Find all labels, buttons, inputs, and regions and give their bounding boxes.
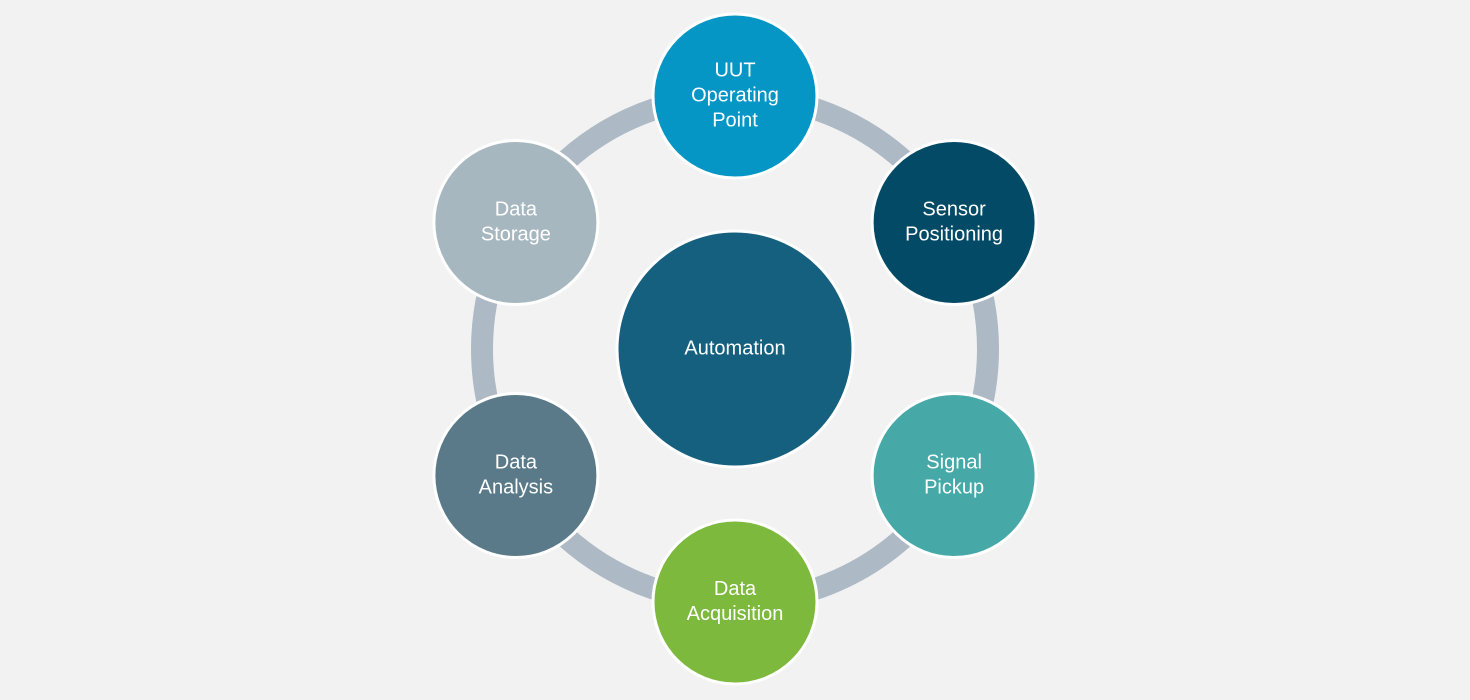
node-uut-operating-point-label-line: UUT: [714, 59, 755, 81]
node-uut-operating-point-circle: [651, 12, 819, 180]
node-data-acquisition-circle: [651, 518, 819, 686]
node-signal-pickup-label-line: Pickup: [924, 476, 984, 498]
node-data-storage-label-line: Data: [495, 198, 538, 220]
node-uut-operating-point-label-line: Point: [712, 109, 758, 131]
node-data-acquisition-label-line: Acquisition: [687, 603, 784, 625]
node-data-acquisition-label-line: Data: [714, 578, 757, 600]
node-data-storage-label-line: Storage: [481, 223, 551, 245]
node-uut-operating-point-label-line: Operating: [691, 84, 779, 106]
center-node-automation-circle: [615, 229, 855, 469]
center-node-automation-label-line: Automation: [684, 337, 785, 359]
node-signal-pickup-circle: [870, 392, 1038, 559]
node-sensor-positioning-label-line: Sensor: [922, 198, 986, 220]
node-data-analysis-label-line: Data: [495, 451, 538, 473]
node-data-analysis-circle: [432, 392, 600, 559]
node-data-storage-circle: [432, 139, 600, 306]
node-sensor-positioning-label-line: Positioning: [905, 223, 1003, 245]
node-sensor-positioning-circle: [870, 139, 1038, 306]
node-signal-pickup-label-line: Signal: [926, 451, 982, 473]
center-node-automation: Automation: [615, 229, 855, 469]
node-data-analysis-label-line: Analysis: [479, 476, 553, 498]
